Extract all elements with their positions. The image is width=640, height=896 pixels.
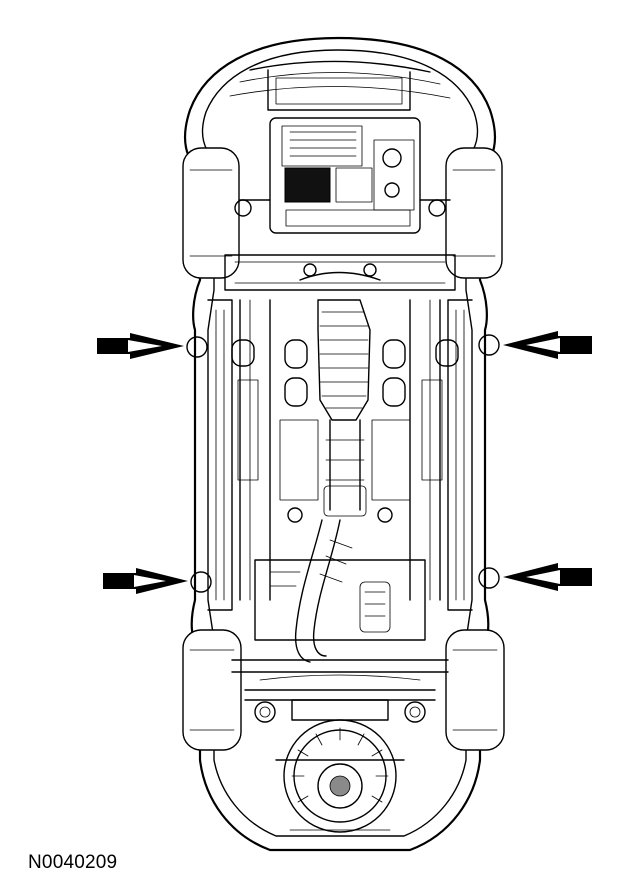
arrow-rear-left-icon	[103, 568, 188, 594]
lift-point-front-right-icon	[478, 334, 500, 356]
arrow-rear-right-icon	[503, 563, 592, 591]
lift-point-front-left-icon	[186, 336, 208, 358]
figure-reference-code: N0040209	[28, 852, 118, 873]
lift-point-rear-right-icon	[478, 567, 500, 589]
arrow-front-left-icon	[97, 333, 184, 359]
vehicle-underbody-icon	[182, 36, 505, 852]
lift-point-rear-left-icon	[190, 571, 212, 593]
arrow-front-right-icon	[503, 331, 592, 359]
